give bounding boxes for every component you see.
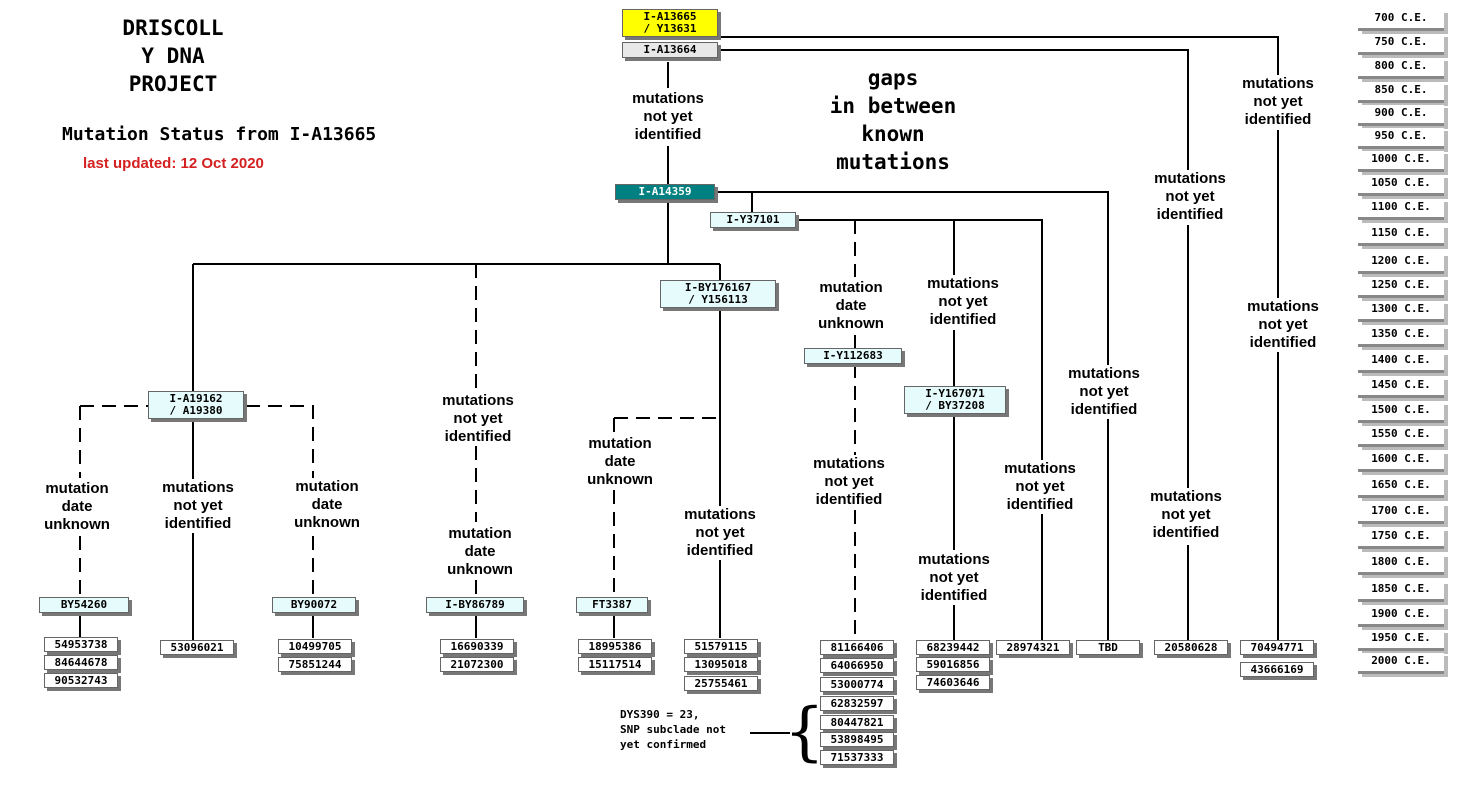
leaf-box: 18995386 — [578, 639, 652, 654]
node-by86789: I-BY86789 — [426, 597, 524, 613]
leaf-box: 71537333 — [820, 750, 894, 765]
timeline-year: 1700 C.E. — [1358, 503, 1444, 524]
timeline-year: 950 C.E. — [1358, 128, 1444, 149]
gaps-line: known — [861, 122, 925, 146]
leaf-box: 21072300 — [440, 657, 514, 672]
title-line: Y DNA — [141, 44, 205, 68]
leaf-box: 90532743 — [44, 673, 118, 688]
timeline-year: 1300 C.E. — [1358, 301, 1444, 322]
timeline-year: 1150 C.E. — [1358, 225, 1444, 246]
leaf-box: 70494771 — [1240, 640, 1314, 655]
timeline-year: 1100 C.E. — [1358, 199, 1444, 220]
node-y37101: I-Y37101 — [710, 212, 796, 228]
gaps-note: gaps in between known mutations — [808, 64, 978, 176]
leaf-box: 51579115 — [684, 639, 758, 654]
brace-icon: { — [784, 695, 825, 769]
node-y112683: I-Y112683 — [804, 348, 902, 364]
leaf-box: 80447821 — [820, 715, 894, 730]
last-updated: last updated: 12 Oct 2020 — [83, 155, 264, 172]
leaf-box: 53000774 — [820, 677, 894, 692]
title-line: DRISCOLL — [122, 16, 224, 40]
timeline-year: 1500 C.E. — [1358, 402, 1444, 423]
timeline-year: 1550 C.E. — [1358, 426, 1444, 447]
node-a14359: I-A14359 — [615, 184, 715, 200]
leaf-box: 53096021 — [160, 640, 234, 655]
leaf-box: TBD — [1076, 640, 1140, 655]
timeline-year: 700 C.E. — [1358, 10, 1444, 31]
leaf-box: 20580628 — [1154, 640, 1228, 655]
timeline-year: 2000 C.E. — [1358, 653, 1444, 674]
node-a13665: I-A13665/ Y13631 — [622, 9, 718, 37]
node-a19162: I-A19162/ A19380 — [148, 391, 244, 419]
title-line: PROJECT — [128, 72, 218, 96]
node-by54260: BY54260 — [39, 597, 129, 613]
timeline-year: 800 C.E. — [1358, 58, 1444, 79]
timeline-year: 1050 C.E. — [1358, 175, 1444, 196]
timeline-year: 750 C.E. — [1358, 34, 1444, 55]
gaps-line: gaps — [867, 66, 919, 90]
subtitle: Mutation Status from I-A13665 — [62, 124, 377, 145]
node-by176167: I-BY176167/ Y156113 — [660, 280, 776, 308]
leaf-box: 15117514 — [578, 657, 652, 672]
node-by90072: BY90072 — [272, 597, 356, 613]
timeline-year: 1750 C.E. — [1358, 528, 1444, 549]
leaf-box: 68239442 — [916, 640, 990, 655]
timeline-year: 1000 C.E. — [1358, 151, 1444, 172]
dys390-note: DYS390 = 23, SNP subclade not yet confir… — [620, 708, 726, 751]
timeline-year: 1650 C.E. — [1358, 477, 1444, 498]
timeline-year: 850 C.E. — [1358, 82, 1444, 103]
timeline-year: 1400 C.E. — [1358, 352, 1444, 373]
leaf-box: 81166406 — [820, 640, 894, 655]
leaf-box: 84644678 — [44, 655, 118, 670]
gaps-line: mutations — [836, 150, 950, 174]
leaf-box: 13095018 — [684, 657, 758, 672]
leaf-box: 64066950 — [820, 658, 894, 673]
leaf-box: 16690339 — [440, 639, 514, 654]
leaf-box: 62832597 — [820, 696, 894, 711]
timeline-year: 1800 C.E. — [1358, 554, 1444, 575]
leaf-box: 43666169 — [1240, 662, 1314, 677]
leaf-box: 59016856 — [916, 657, 990, 672]
leaf-box: 75851244 — [278, 657, 352, 672]
leaf-box: 74603646 — [916, 675, 990, 690]
timeline-year: 1900 C.E. — [1358, 606, 1444, 627]
timeline-year: 1450 C.E. — [1358, 377, 1444, 398]
timeline-year: 1850 C.E. — [1358, 581, 1444, 602]
node-a13664: I-A13664 — [622, 42, 718, 58]
node-ft3387: FT3387 — [576, 597, 648, 613]
leaf-box: 53898495 — [820, 732, 894, 747]
timeline-year: 1350 C.E. — [1358, 326, 1444, 347]
leaf-box: 25755461 — [684, 676, 758, 691]
timeline-year: 900 C.E. — [1358, 105, 1444, 126]
timeline-year: 1250 C.E. — [1358, 277, 1444, 298]
timeline-year: 1950 C.E. — [1358, 630, 1444, 651]
gaps-line: in between — [829, 94, 957, 118]
leaf-box: 28974321 — [996, 640, 1070, 655]
timeline-year: 1600 C.E. — [1358, 451, 1444, 472]
node-y167071: I-Y167071/ BY37208 — [904, 386, 1006, 414]
leaf-box: 54953738 — [44, 637, 118, 652]
project-title: DRISCOLL Y DNA PROJECT — [98, 14, 248, 98]
timeline-year: 1200 C.E. — [1358, 253, 1444, 274]
leaf-box: 10499705 — [278, 639, 352, 654]
